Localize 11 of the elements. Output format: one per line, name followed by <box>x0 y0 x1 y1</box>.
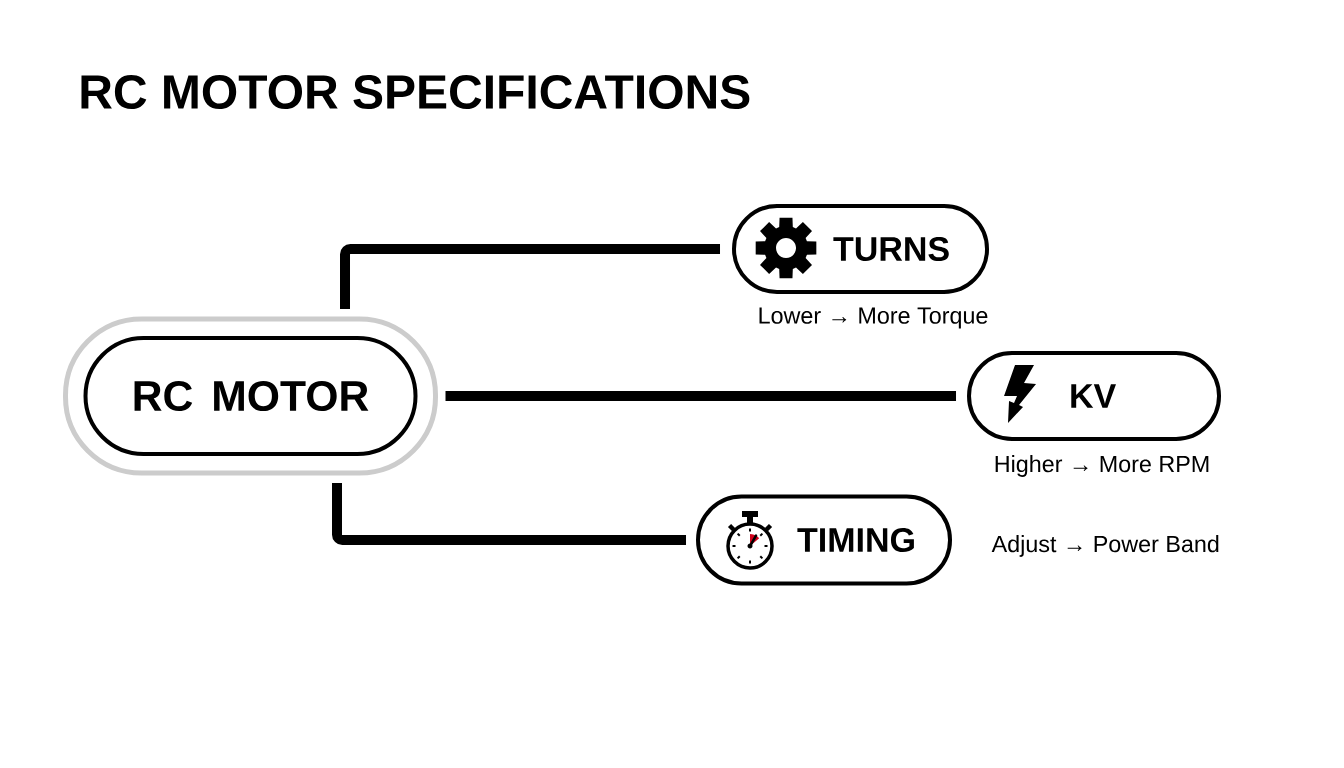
connector-line <box>340 244 720 309</box>
central-box: RC MOTOR <box>63 316 438 476</box>
rounded-box: TURNS <box>732 204 989 294</box>
note-text: Adjust → Power Band <box>991 535 1219 557</box>
rounded-box: KV <box>967 351 1221 441</box>
title: RC MOTOR SPECIFICATIONS <box>81 75 750 109</box>
note-text: Lower → More Torque <box>759 307 988 329</box>
connector-line <box>445 391 956 401</box>
connector-line <box>332 483 686 545</box>
rounded-box: TIMING <box>696 494 952 586</box>
note-text: Higher → More RPM <box>995 455 1209 477</box>
